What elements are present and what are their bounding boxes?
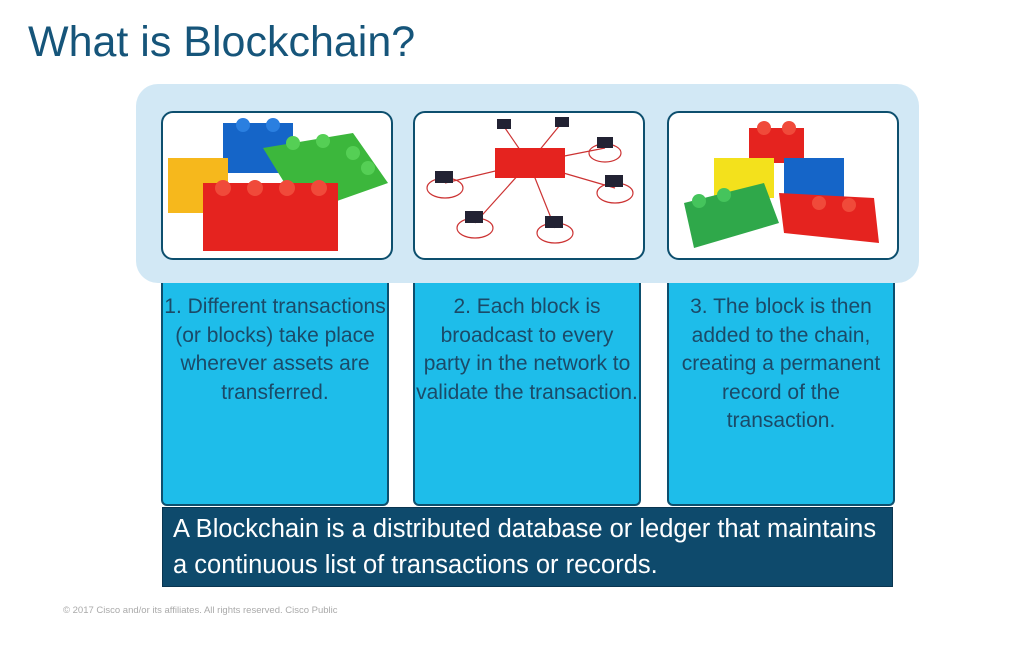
lego-bricks-stacked-image <box>667 111 899 260</box>
step-1-text: 1. Different transactions (or blocks) ta… <box>161 283 389 506</box>
lego-bricks-pile-image <box>161 111 393 260</box>
page-title: What is Blockchain? <box>28 18 416 66</box>
definition-box: A Blockchain is a distributed database o… <box>162 507 893 587</box>
footer-copyright: © 2017 Cisco and/or its affiliates. All … <box>63 605 338 616</box>
step-3-text: 3. The block is then added to the chain,… <box>667 283 895 506</box>
network-broadcast-image <box>413 111 645 260</box>
step-2-text: 2. Each block is broadcast to every part… <box>413 283 641 506</box>
